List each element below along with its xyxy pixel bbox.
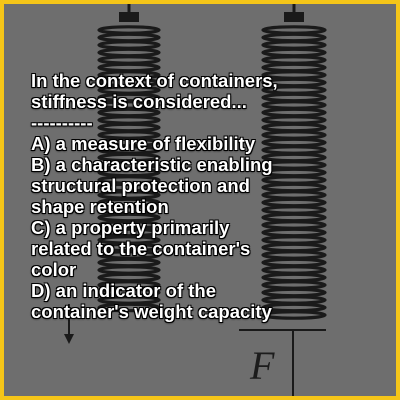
springs-illustration (64, 4, 327, 396)
right-spring-coils (261, 25, 327, 320)
spring-coil (261, 25, 327, 35)
spring-coil (97, 302, 161, 313)
option-c: C) a property primarily related to the c… (31, 217, 251, 280)
force-label: F (250, 343, 275, 388)
spring-coil (261, 32, 327, 43)
spring-coil (261, 55, 327, 65)
spring-coil (261, 40, 327, 50)
spring-coil (97, 55, 161, 65)
spring-coil (97, 47, 161, 58)
option-d: D) an indicator of the container's weigh… (31, 280, 272, 322)
left-spring-coils (97, 25, 161, 313)
question-text: In the context of containers, stiffness … (31, 70, 278, 112)
quiz-text: In the context of containers, stiffness … (31, 70, 371, 322)
spring-coil (261, 310, 327, 320)
spring-coil (261, 47, 327, 58)
spring-coil (97, 32, 161, 43)
spring-coil (97, 40, 161, 50)
option-b: B) a characteristic enabling structural … (31, 154, 273, 217)
option-a: A) a measure of flexibility (31, 133, 256, 154)
right-hanger-cap (284, 12, 304, 22)
spring-coil (97, 25, 161, 35)
left-hanger-cap (119, 12, 139, 22)
separator-line: ---------- (31, 112, 93, 133)
left-arrow-head (64, 334, 74, 344)
